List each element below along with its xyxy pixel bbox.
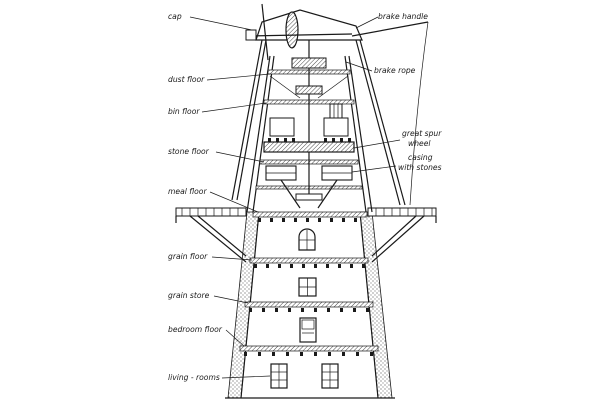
label-dust-floor: dust floor bbox=[168, 75, 205, 84]
label-grain-floor: grain floor bbox=[168, 252, 208, 261]
tower-floors bbox=[239, 211, 379, 356]
label-casing-line1: casing bbox=[408, 153, 433, 162]
bedroom-door bbox=[299, 317, 317, 343]
meal-floor-slab bbox=[252, 211, 368, 218]
bedroom-floor-slab bbox=[239, 345, 379, 352]
living-room-window-left bbox=[270, 363, 288, 389]
label-stone-floor: stone floor bbox=[168, 147, 210, 156]
arched-window bbox=[298, 228, 316, 251]
label-bin-floor: bin floor bbox=[168, 107, 200, 116]
label-grain-store: grain store bbox=[168, 291, 210, 300]
brake-rope bbox=[409, 21, 429, 206]
label-bedroom-floor: bedroom floor bbox=[168, 325, 223, 334]
label-meal-floor: meal floor bbox=[168, 187, 207, 196]
labels-right: brake handle brake rope great spur wheel… bbox=[345, 12, 442, 173]
label-brake-rope: brake rope bbox=[374, 66, 416, 75]
gallery-stage bbox=[175, 207, 437, 263]
cap-assembly bbox=[245, 3, 429, 206]
mill-machinery bbox=[263, 40, 355, 209]
label-great-spur-line2: wheel bbox=[408, 139, 431, 148]
brake-wheel bbox=[285, 11, 299, 49]
grain-store-slab bbox=[244, 301, 374, 308]
brake-handle-lever bbox=[351, 21, 429, 37]
label-great-spur-line1: great spur bbox=[402, 129, 442, 138]
label-living-rooms: living - rooms bbox=[168, 373, 220, 382]
grain-store-window bbox=[298, 277, 317, 297]
labels-left: cap dust floor bin floor stone floor mea… bbox=[168, 12, 271, 382]
label-brake-handle: brake handle bbox=[378, 12, 428, 21]
tower-windows bbox=[270, 228, 339, 389]
label-cap: cap bbox=[168, 12, 182, 21]
joist-blocks bbox=[244, 218, 373, 356]
label-casing-line2: with stones bbox=[398, 163, 442, 172]
great-spur-wheel bbox=[263, 141, 355, 153]
grain-floor-slab bbox=[249, 257, 369, 264]
living-room-window-right bbox=[321, 363, 339, 389]
